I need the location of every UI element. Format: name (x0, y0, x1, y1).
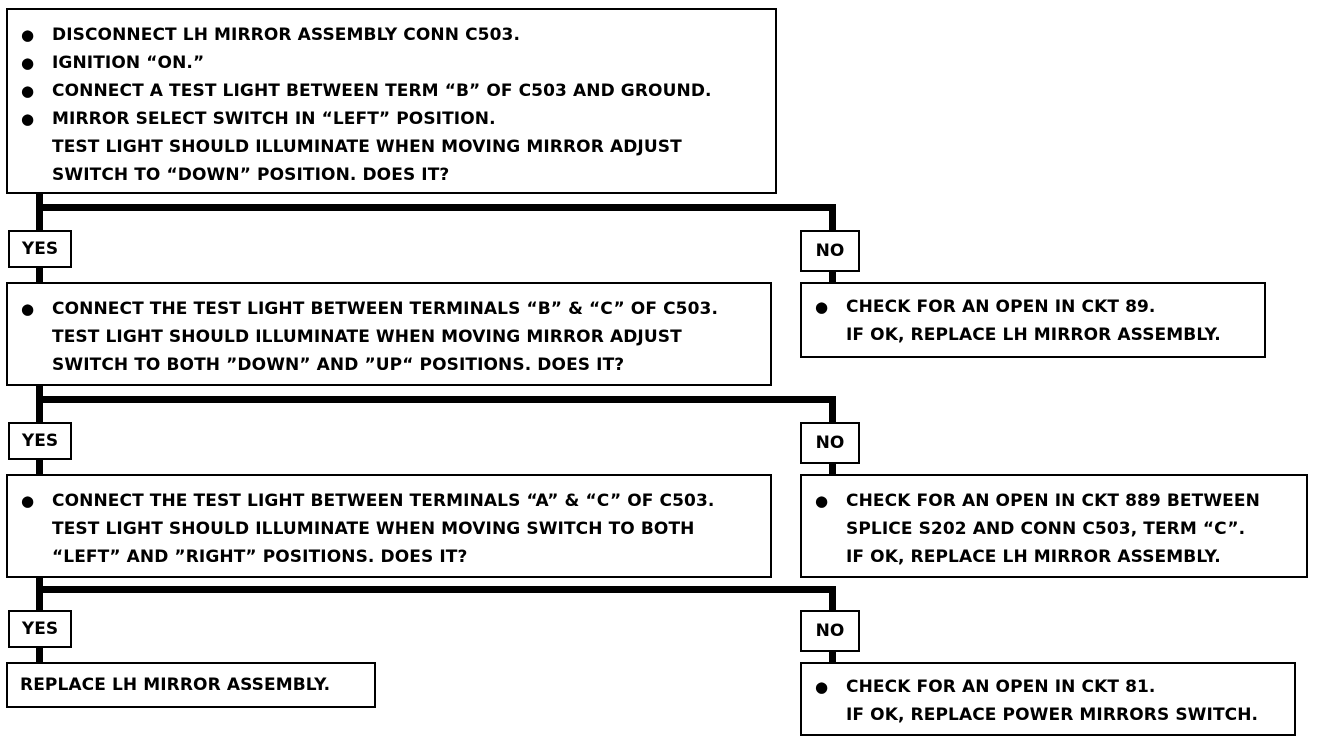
no1-bullet-line: ● CHECK FOR AN OPEN IN CKT 89. (802, 293, 1264, 321)
bullet-icon: ● (815, 492, 829, 510)
step1-box: ● DISCONNECT LH MIRROR ASSEMBLY CONN C503… (6, 8, 777, 194)
no3-box: ● CHECK FOR AN OPEN IN CKT 81. IF OK, REP… (800, 662, 1296, 736)
step1-question-line: TEST LIGHT SHOULD ILLUMINATE WHEN MOVING… (52, 137, 682, 157)
connector-line (829, 462, 836, 476)
step2-question-line: TEST LIGHT SHOULD ILLUMINATE WHEN MOVING… (52, 327, 682, 347)
bullet-icon: ● (21, 26, 35, 44)
no1-box: ● CHECK FOR AN OPEN IN CKT 89. IF OK, REP… (800, 282, 1266, 358)
bullet-icon: ● (815, 678, 829, 696)
step2-question-line: SWITCH TO BOTH ”DOWN” AND ”UP“ POSITIONS… (52, 355, 625, 375)
no2-cont-line: IF OK, REPLACE LH MIRROR ASSEMBLY. (846, 547, 1221, 567)
connector-line (829, 586, 836, 614)
no3-bullet-line: ● CHECK FOR AN OPEN IN CKT 81. (802, 673, 1294, 701)
step1-bullet-text: MIRROR SELECT SWITCH IN “LEFT” POSITION. (52, 109, 496, 129)
bullet-icon: ● (21, 110, 35, 128)
no1-cont-line: IF OK, REPLACE LH MIRROR ASSEMBLY. (846, 325, 1221, 345)
no3-bullet-text: CHECK FOR AN OPEN IN CKT 81. (846, 677, 1156, 697)
step3-question-line: TEST LIGHT SHOULD ILLUMINATE WHEN MOVING… (52, 519, 695, 539)
connector-line (36, 266, 43, 284)
step2-bullet-line: ● CONNECT THE TEST LIGHT BETWEEN TERMINAL… (8, 295, 770, 323)
no-label: NO (800, 422, 860, 464)
no2-bullet-text: CHECK FOR AN OPEN IN CKT 889 BETWEEN (846, 491, 1260, 511)
bullet-icon: ● (21, 54, 35, 72)
bullet-icon: ● (21, 82, 35, 100)
connector-line (36, 586, 836, 593)
connector-line (36, 576, 43, 612)
no-label: NO (800, 610, 860, 652)
final-yes-text: REPLACE LH MIRROR ASSEMBLY. (20, 675, 331, 695)
step3-question-line: “LEFT” AND ”RIGHT” POSITIONS. DOES IT? (52, 547, 468, 567)
step3-bullet-text: CONNECT THE TEST LIGHT BETWEEN TERMINALS… (52, 491, 715, 511)
connector-line (36, 646, 43, 664)
connector-line (36, 396, 836, 403)
connector-line (36, 458, 43, 476)
connector-line (829, 650, 836, 664)
yes-label: YES (8, 230, 72, 268)
no2-box: ● CHECK FOR AN OPEN IN CKT 889 BETWEEN SP… (800, 474, 1308, 578)
step1-bullet-line: ● CONNECT A TEST LIGHT BETWEEN TERM “B” O… (8, 77, 775, 105)
yes-label: YES (8, 422, 72, 460)
step1-bullet-text: IGNITION “ON.” (52, 53, 205, 73)
connector-line (36, 384, 43, 424)
step3-bullet-line: ● CONNECT THE TEST LIGHT BETWEEN TERMINAL… (8, 487, 770, 515)
bullet-icon: ● (21, 492, 35, 510)
step1-bullet-text: CONNECT A TEST LIGHT BETWEEN TERM “B” OF… (52, 81, 712, 101)
no1-bullet-text: CHECK FOR AN OPEN IN CKT 89. (846, 297, 1156, 317)
connector-line (36, 204, 836, 211)
no-label: NO (800, 230, 860, 272)
step2-box: ● CONNECT THE TEST LIGHT BETWEEN TERMINAL… (6, 282, 772, 386)
no2-cont-line: SPLICE S202 AND CONN C503, TERM “C”. (846, 519, 1246, 539)
bullet-icon: ● (21, 300, 35, 318)
final-yes-box: REPLACE LH MIRROR ASSEMBLY. (6, 662, 376, 708)
connector-line (829, 204, 836, 232)
no2-bullet-line: ● CHECK FOR AN OPEN IN CKT 889 BETWEEN (802, 487, 1306, 515)
step3-box: ● CONNECT THE TEST LIGHT BETWEEN TERMINAL… (6, 474, 772, 578)
step1-bullet-line: ● IGNITION “ON.” (8, 49, 775, 77)
step1-bullet-line: ● DISCONNECT LH MIRROR ASSEMBLY CONN C503… (8, 21, 775, 49)
step1-question-line: SWITCH TO “DOWN” POSITION. DOES IT? (52, 165, 450, 185)
connector-line (829, 270, 836, 284)
step1-bullet-text: DISCONNECT LH MIRROR ASSEMBLY CONN C503. (52, 25, 521, 45)
yes-label: YES (8, 610, 72, 648)
bullet-icon: ● (815, 298, 829, 316)
step1-bullet-line: ● MIRROR SELECT SWITCH IN “LEFT” POSITION… (8, 105, 775, 133)
step2-bullet-text: CONNECT THE TEST LIGHT BETWEEN TERMINALS… (52, 299, 719, 319)
no3-cont-line: IF OK, REPLACE POWER MIRRORS SWITCH. (846, 705, 1259, 725)
connector-line (829, 396, 836, 424)
